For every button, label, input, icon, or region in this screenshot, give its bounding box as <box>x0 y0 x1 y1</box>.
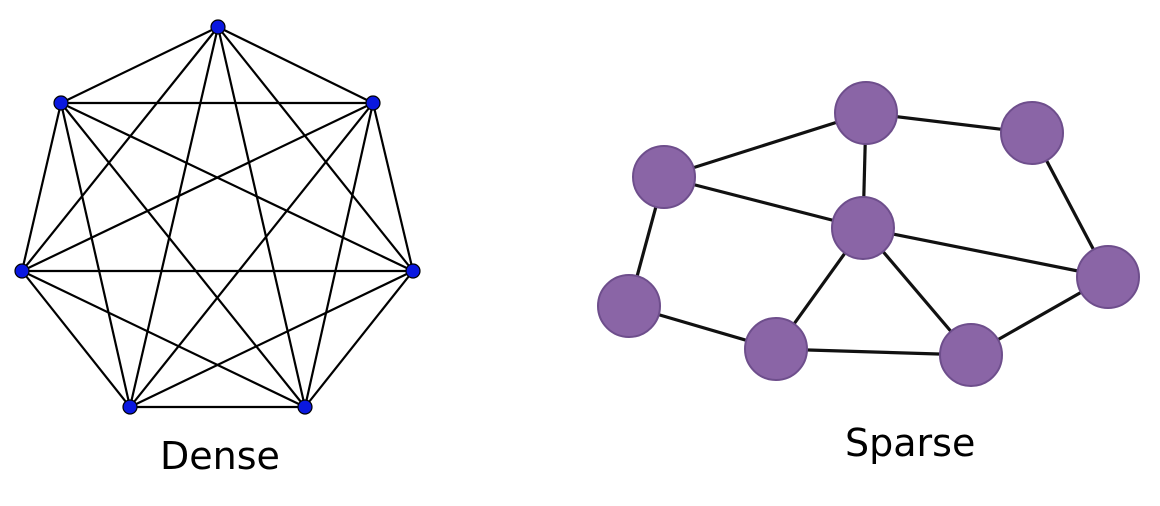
dense-edges <box>20 26 415 409</box>
dense-edge-n0-n5 <box>21 26 219 272</box>
sparse-label: Sparse <box>845 421 976 465</box>
dense-graph <box>14 19 421 415</box>
dense-node-n2 <box>405 263 421 279</box>
dense-edge-n1-n4 <box>129 102 374 408</box>
dense-label: Dense <box>160 434 280 478</box>
sparse-edge-a-d <box>663 175 864 230</box>
dense-edge-n0-n1 <box>217 26 374 104</box>
dense-edge-n0-n2 <box>217 26 414 272</box>
sparse-node-b <box>834 81 898 145</box>
dense-node-n0 <box>210 19 226 35</box>
sparse-node-e <box>1076 245 1140 309</box>
dense-edge-n1-n5 <box>21 102 374 272</box>
sparse-graph <box>597 81 1140 387</box>
dense-node-n3 <box>297 399 313 415</box>
dense-node-n4 <box>122 399 138 415</box>
sparse-node-h <box>939 323 1003 387</box>
sparse-node-f <box>597 274 661 338</box>
dense-edge-n1-n2 <box>371 102 415 272</box>
sparse-node-a <box>632 145 696 209</box>
dense-nodes <box>14 19 421 415</box>
sparse-edge-d-e <box>862 226 1109 279</box>
sparse-node-g <box>744 317 808 381</box>
dense-edge-n4-n6 <box>59 102 132 408</box>
dense-edge-n4-n5 <box>21 270 131 408</box>
dense-edge-n2-n6 <box>60 102 414 272</box>
dense-edge-n5-n6 <box>20 102 63 272</box>
sparse-nodes <box>597 81 1140 387</box>
dense-edge-n3-n6 <box>60 102 306 408</box>
dense-node-n5 <box>14 263 30 279</box>
dense-edge-n1-n3 <box>303 102 375 408</box>
dense-edge-n2-n4 <box>129 270 414 408</box>
dense-edge-n0-n4 <box>128 26 220 408</box>
sparse-edge-g-h <box>775 347 972 357</box>
dense-edge-n2-n3 <box>304 270 414 408</box>
sparse-edge-a-b <box>663 111 867 179</box>
dense-node-n6 <box>53 95 69 111</box>
dense-edge-n3-n5 <box>21 270 306 408</box>
dense-node-n1 <box>365 95 381 111</box>
dense-edge-n0-n3 <box>216 26 307 408</box>
dense-edge-n0-n6 <box>60 26 219 104</box>
sparse-node-d <box>831 196 895 260</box>
sparse-node-c <box>1000 101 1064 165</box>
